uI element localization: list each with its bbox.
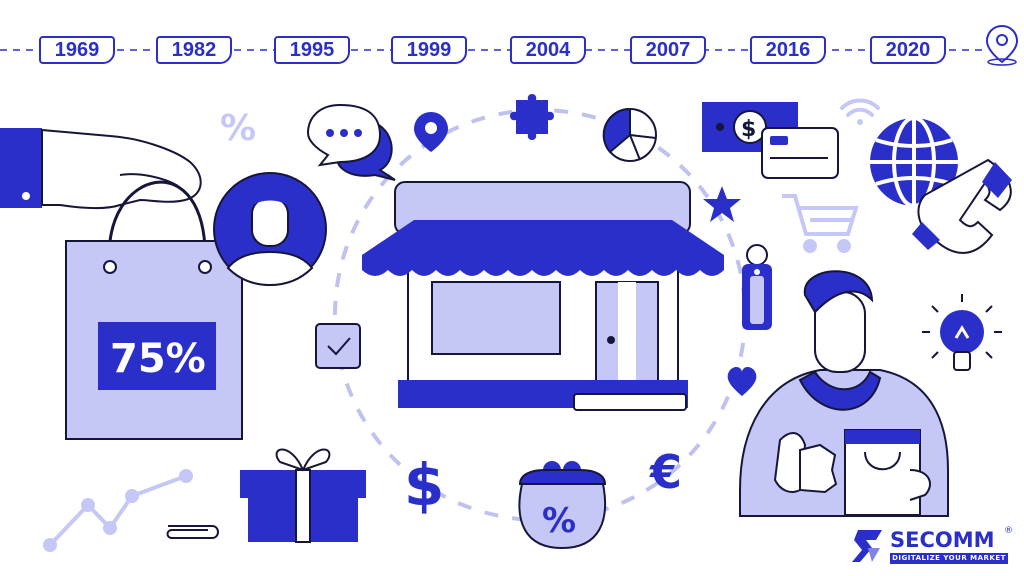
shopper-person: [739, 270, 949, 517]
hand-holding-bag: [0, 128, 202, 209]
timeline-year: 1999: [391, 36, 467, 64]
lightbulb-icon: [922, 294, 1002, 371]
shopping-cart-icon: [782, 194, 859, 253]
brand-logo: SECOMM ® DIGITALIZE YOUR MARKET: [852, 526, 1020, 570]
euro-sign: €: [649, 445, 682, 499]
timeline-year: 1982: [156, 36, 232, 64]
paperclip-icon: [166, 525, 219, 539]
timeline-year: 2020: [870, 36, 946, 64]
timeline-year: 2016: [750, 36, 826, 64]
timeline-year: 2007: [630, 36, 706, 64]
timeline: 1969 1982 1995 1999 2004 2007 2016 2020: [0, 0, 1024, 100]
avatar: [213, 172, 327, 287]
brand-logo-mark: [852, 530, 882, 562]
purse-symbol: %: [542, 501, 576, 541]
shopping-bag: [65, 180, 243, 440]
globe-icon: [870, 116, 958, 208]
store-icon: [362, 181, 724, 411]
price-tag-icon: [742, 244, 772, 330]
checkbox-icon: [315, 323, 361, 369]
heart-icon: [727, 366, 757, 396]
star-icon: [703, 186, 741, 222]
gift-icon: [240, 448, 366, 543]
wifi-icon: [840, 98, 880, 125]
puzzle-icon: [510, 94, 554, 140]
bill-symbol: $: [741, 117, 756, 142]
location-pin-icon: [414, 112, 448, 152]
trend-line-icon: [43, 469, 193, 552]
pie-chart-icon: [602, 107, 657, 162]
dollar-sign: $: [404, 451, 444, 519]
phone-icon: [912, 158, 1012, 254]
credit-card-icon: [761, 127, 839, 179]
timeline-year: 2004: [510, 36, 586, 64]
bag-discount-label: 75%: [110, 336, 206, 382]
percent-sign: %: [220, 108, 256, 149]
chat-bubbles-icon: [306, 103, 396, 181]
brand-registered-mark: ®: [1004, 526, 1013, 536]
brand-name: SECOMM: [890, 528, 995, 552]
brand-tagline: DIGITALIZE YOUR MARKET: [890, 553, 1008, 564]
map-pin-icon: [985, 24, 1019, 66]
timeline-year: 1995: [274, 36, 350, 64]
timeline-year: 1969: [39, 36, 115, 64]
purse-icon: [518, 461, 607, 550]
